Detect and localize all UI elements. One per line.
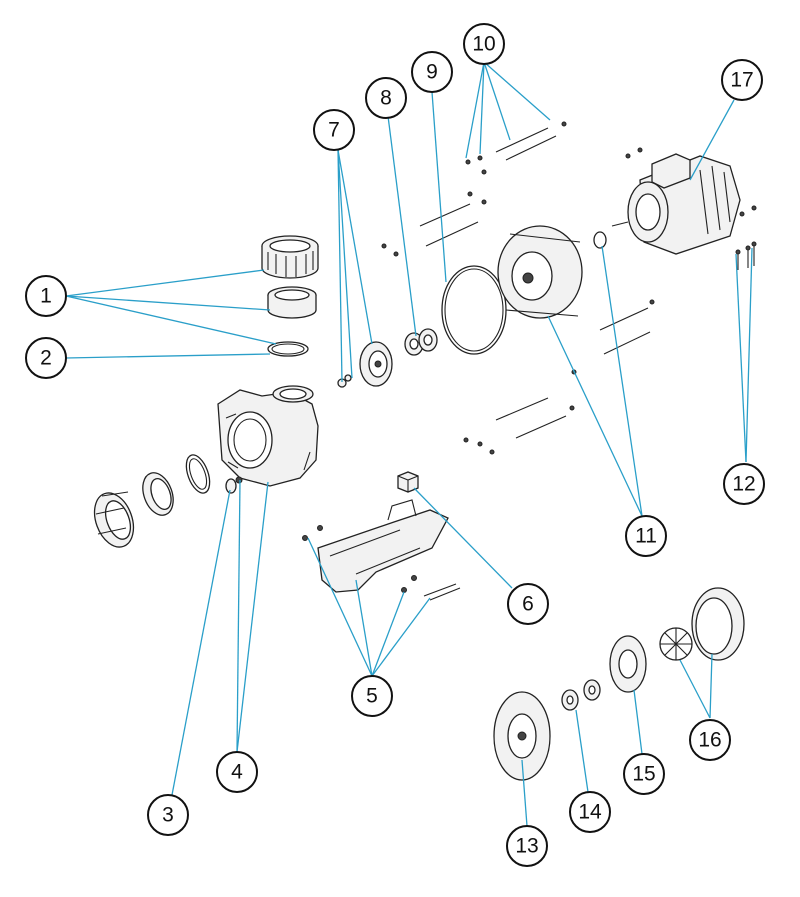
callout-14: 14 [569, 791, 611, 833]
callout-13-label: 13 [515, 835, 538, 858]
front-flange-part [493, 691, 551, 781]
callout-1: 1 [25, 275, 67, 317]
callout-9-label: 9 [426, 61, 438, 84]
callout-2-label: 2 [40, 347, 52, 370]
fan-part [659, 627, 693, 661]
o-ring-part [267, 341, 309, 357]
callout-3-label: 3 [162, 804, 174, 827]
callout-4-label: 4 [231, 761, 243, 784]
callout-12-label: 12 [732, 473, 755, 496]
motor-base-part [302, 499, 461, 601]
callout-5: 5 [351, 675, 393, 717]
lower-union-nut-part [93, 491, 135, 548]
callout-17-label: 17 [730, 69, 753, 92]
callout-9: 9 [411, 51, 453, 93]
callout-14-label: 14 [578, 801, 602, 824]
callout-16-label: 16 [698, 729, 721, 752]
union-tail-part [267, 286, 317, 319]
bearings-part [561, 679, 601, 711]
impeller-part [359, 341, 393, 387]
callout-3: 3 [147, 794, 189, 836]
callout-6-label: 6 [522, 593, 534, 616]
callout-17: 17 [721, 59, 763, 101]
motor-bolts-part [625, 147, 757, 270]
callout-5-label: 5 [366, 685, 378, 708]
pump-housing-part [217, 385, 319, 487]
small-o-ring-part [593, 231, 607, 249]
callout-4: 4 [216, 751, 258, 793]
tie-rods-upper-part [381, 121, 567, 257]
callout-7: 7 [313, 109, 355, 151]
callout-6: 6 [507, 583, 549, 625]
tie-rods-lower-part [463, 299, 655, 455]
union-nut-part [261, 235, 319, 279]
motor-part [611, 153, 741, 255]
impeller-nut-part [337, 374, 352, 388]
rear-flange-part [609, 635, 647, 693]
callout-15-label: 15 [632, 763, 655, 786]
seal-plate-part [497, 225, 583, 319]
callout-10-label: 10 [472, 33, 495, 56]
callout-15: 15 [623, 753, 665, 795]
lower-union-tail-part [142, 472, 174, 516]
callout-8-label: 8 [380, 87, 392, 110]
mechanical-seal-part [404, 328, 438, 356]
lower-o-ring-part [185, 454, 211, 494]
rubber-block-part [397, 471, 419, 493]
fan-cover-part [691, 587, 745, 661]
callout-7-label: 7 [328, 119, 340, 142]
callout-2: 2 [25, 337, 67, 379]
callout-8: 8 [365, 77, 407, 119]
callout-11-label: 11 [635, 525, 657, 548]
callout-16: 16 [689, 719, 731, 761]
callout-13: 13 [506, 825, 548, 867]
gasket-part [441, 265, 507, 355]
callout-1-label: 1 [40, 285, 52, 308]
callout-10: 10 [463, 23, 505, 65]
callout-11: 11 [625, 515, 667, 557]
leader-lines [65, 61, 753, 827]
callout-12: 12 [723, 463, 765, 505]
